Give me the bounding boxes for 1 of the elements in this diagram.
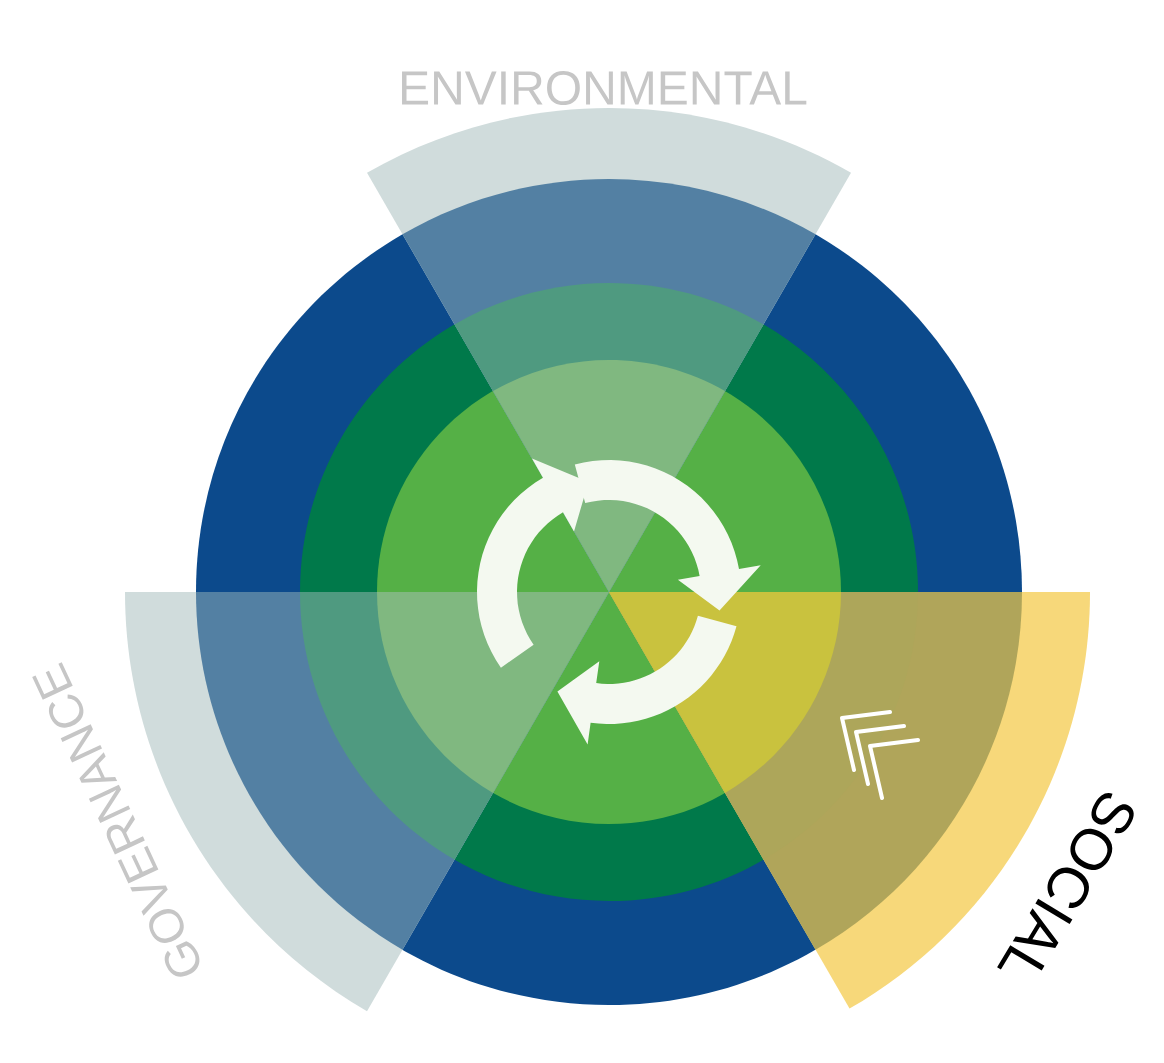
section-label: ENVIRONMENTAL <box>402 71 807 105</box>
